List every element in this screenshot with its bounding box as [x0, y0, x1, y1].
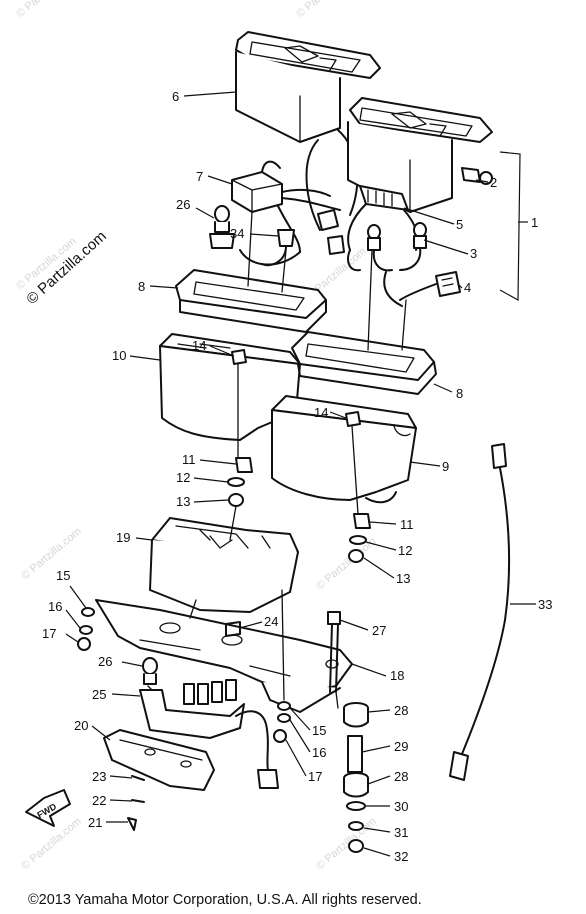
callout-31: 31	[394, 825, 408, 840]
callout-22: 22	[92, 793, 106, 808]
callout-33: 33	[538, 597, 552, 612]
part-26-bulb-top	[209, 205, 235, 249]
callout-17: 17	[308, 769, 322, 784]
callout-14: 14	[314, 405, 328, 420]
part-11-12-13-right-stack	[348, 513, 371, 563]
callout-16: 16	[48, 599, 62, 614]
callout-28: 28	[394, 769, 408, 784]
watermark-faint: © Partzilla.com	[294, 0, 358, 20]
part-6-meter-case-left	[235, 31, 381, 231]
callout-12: 12	[398, 543, 412, 558]
part-10-meter-cover-left	[159, 333, 301, 441]
part-25-socket-panel	[139, 679, 279, 789]
watermark-faint: © Partzilla.com	[19, 525, 83, 582]
callout-16: 16	[312, 745, 326, 760]
part-15-16-17-left	[77, 607, 95, 651]
callout-21: 21	[88, 815, 102, 830]
part-26-bulb-lower	[142, 657, 158, 685]
callout-14: 14	[192, 338, 206, 353]
callout-2: 2	[490, 175, 497, 190]
callout-9: 9	[442, 459, 449, 474]
callout-29: 29	[394, 739, 408, 754]
callout-6: 6	[172, 89, 179, 104]
callout-4: 4	[464, 280, 471, 295]
callout-13: 13	[176, 494, 190, 509]
callout-5: 5	[456, 217, 463, 232]
callout-27: 27	[372, 623, 386, 638]
assembly-guide-lines	[147, 211, 407, 709]
callout-23: 23	[92, 769, 106, 784]
part-19-bracket-cover	[149, 517, 299, 613]
callout-28: 28	[394, 703, 408, 718]
callout-7: 7	[196, 169, 203, 184]
callout-34: 34	[230, 226, 244, 241]
part-3-bulbs	[367, 222, 427, 272]
part-11-12-13-left-stack	[227, 457, 253, 507]
part-8-bezel-right	[291, 331, 437, 395]
callout-8: 8	[456, 386, 463, 401]
watermark-faint: © Partzilla.com	[314, 815, 378, 872]
callout-11: 11	[400, 517, 414, 532]
callout-10: 10	[112, 348, 126, 363]
part-24-stud	[225, 621, 241, 637]
copyright-notice: ©2013 Yamaha Motor Corporation, U.S.A. A…	[28, 892, 422, 908]
part-8-bezel-left	[175, 269, 327, 333]
part-27-bolt	[327, 611, 341, 693]
callout-1: 1	[531, 215, 538, 230]
callout-24: 24	[264, 614, 278, 629]
callout-3: 3	[470, 246, 477, 261]
callout-17: 17	[42, 626, 56, 641]
callout-11: 11	[182, 452, 196, 467]
callout-15: 15	[312, 723, 326, 738]
watermark-faint: © Partzilla.com	[14, 0, 78, 20]
watermark-faint: © Partzilla.com	[314, 535, 378, 592]
leader-lines	[65, 91, 536, 857]
callout-labels: 6 2 1 7 26 5 34 3 4 8 10 14 8 14 11 9 12…	[42, 89, 552, 864]
callout-26: 26	[98, 654, 112, 669]
part-7-connector-block	[231, 160, 341, 266]
part-18-bracket-plate	[95, 599, 353, 713]
callout-18: 18	[390, 668, 404, 683]
part-4-coupler	[399, 271, 461, 301]
part-20-indicator-lens	[103, 729, 215, 791]
callout-13: 13	[396, 571, 410, 586]
callout-26: 26	[176, 197, 190, 212]
callout-20: 20	[74, 718, 88, 733]
part-15-16-17-right	[273, 701, 291, 743]
part-33-meter-cable	[449, 443, 511, 781]
callout-12: 12	[176, 470, 190, 485]
wire-loop	[383, 271, 403, 307]
callout-8: 8	[138, 279, 145, 294]
part-9-meter-cover-right	[271, 395, 417, 504]
fwd-direction-icon: FWD	[25, 789, 71, 827]
callout-19: 19	[116, 530, 130, 545]
part-28-32-damper-stack	[343, 702, 369, 853]
callout-15: 15	[56, 568, 70, 583]
callout-32: 32	[394, 849, 408, 864]
callout-25: 25	[92, 687, 106, 702]
callout-30: 30	[394, 799, 408, 814]
part-21-22-23-screws	[127, 775, 145, 831]
